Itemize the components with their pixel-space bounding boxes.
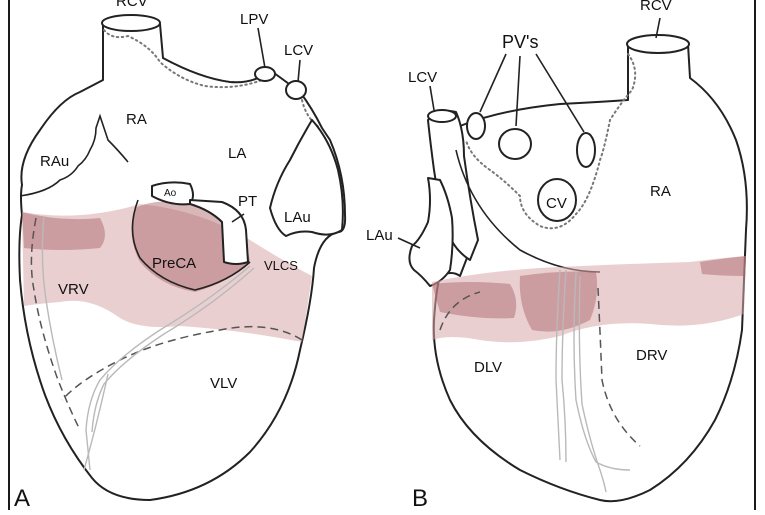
panel-b-lcv-vessel <box>427 110 479 261</box>
panel-a-label-pt: PT <box>238 193 257 210</box>
panel-a-label-rau: RAu <box>40 153 69 170</box>
panel-a-coronary-vessel-1 <box>41 215 63 381</box>
panel-b-pv-leader-1 <box>479 53 507 113</box>
panel-a-letter: A <box>14 485 30 510</box>
panel-b-ventricle-band <box>432 256 746 343</box>
panel-b-lcv-opening <box>427 109 457 123</box>
panel-a-rau-boundary <box>19 113 129 197</box>
panel-a-label-vrv: VRV <box>58 281 89 298</box>
panel-b-cv-vessel <box>537 178 577 222</box>
panel-a-preca-outline <box>131 199 251 291</box>
panel-b-rcv-vessel <box>626 34 690 54</box>
panel-a-label-preca: PreCA <box>152 255 196 272</box>
panel-b-pv-leader-3 <box>535 53 585 133</box>
panel-a-rcv-vessel <box>101 14 161 32</box>
panel-b: RCV PV's LCV CV RA LAu DLV DRV B <box>366 0 748 512</box>
panel-a-lpv-vessel <box>254 66 276 82</box>
panel-a-coronary-vessel-2 <box>85 265 251 471</box>
panel-b-coronary-vessel-2 <box>561 269 567 463</box>
panel-b-label-ra: RA <box>650 183 671 200</box>
panel-b-ra-dotted-boundary <box>465 53 637 230</box>
panel-b-label-rcv: RCV <box>640 0 672 14</box>
panel-b-pv-left <box>466 112 486 140</box>
panel-a-label-lcv: LCV <box>284 42 313 59</box>
panel-b-coronary-vessel-1 <box>555 269 561 461</box>
panel-a: RCV LPV LCV RA RAu LA Ao PT LAu PreCA VL… <box>14 0 347 512</box>
panel-b-label-lau: LAu <box>366 227 393 244</box>
panel-b-label-cv: CV <box>546 195 567 212</box>
panel-a-label-rcv: RCV <box>116 0 148 10</box>
panel-a-lcv-leader <box>297 59 301 83</box>
panel-b-pv-leader-2 <box>515 55 521 127</box>
panel-a-lau-appendage <box>269 119 344 237</box>
panel-b-dark-region-left <box>432 282 517 319</box>
panel-b-lcv-leader <box>429 85 435 111</box>
panel-a-label-lpv: LPV <box>240 11 268 28</box>
panel-b-letter: B <box>412 485 428 510</box>
panel-b-lau-leader <box>397 237 421 249</box>
panel-a-label-vlcs: VLCS <box>264 258 298 273</box>
panel-a-pt-leader <box>231 213 245 223</box>
panel-a-label-ra: RA <box>126 111 147 128</box>
panel-a-label-lau: LAu <box>284 209 311 226</box>
panel-a-preca-dark-region <box>131 201 250 292</box>
panel-a-lcv-vessel <box>285 80 307 100</box>
panel-a-lpv-leader <box>257 27 266 69</box>
panel-a-label-ao: Ao <box>164 188 177 199</box>
panel-b-septum-dash <box>597 287 641 447</box>
panel-b-septum-dash-2 <box>439 291 481 331</box>
panel-b-pv-right <box>576 132 596 168</box>
panel-b-label-drv: DRV <box>636 347 667 364</box>
panel-b-label-lcv: LCV <box>408 69 437 86</box>
panel-b-label-pvs: PV's <box>502 32 538 52</box>
panel-b-lau-appendage <box>408 177 454 287</box>
panel-a-label-vlv: VLV <box>210 375 237 392</box>
panel-a-septum-dash-2 <box>61 325 303 401</box>
panel-b-coronary-vessel-4 <box>578 275 607 493</box>
left-border <box>8 0 10 510</box>
panel-a-coronary-vessel-4 <box>83 373 109 471</box>
panel-a-ra-dotted-boundary <box>103 29 263 89</box>
panel-b-pv-middle <box>498 128 532 160</box>
panel-b-rcv-leader <box>655 17 661 39</box>
panel-a-septum-dash <box>30 217 81 431</box>
right-border <box>754 0 756 510</box>
panel-a-ao-vessel <box>151 181 194 206</box>
panel-b-coronary-vessel-3 <box>573 271 631 471</box>
panel-a-pt-vessel <box>189 199 249 265</box>
panel-b-dark-region-right <box>700 256 746 276</box>
panel-b-label-dlv: DLV <box>474 359 502 376</box>
panel-a-label-la: LA <box>228 145 246 162</box>
panel-a-coronary-vessel-3 <box>91 267 255 433</box>
